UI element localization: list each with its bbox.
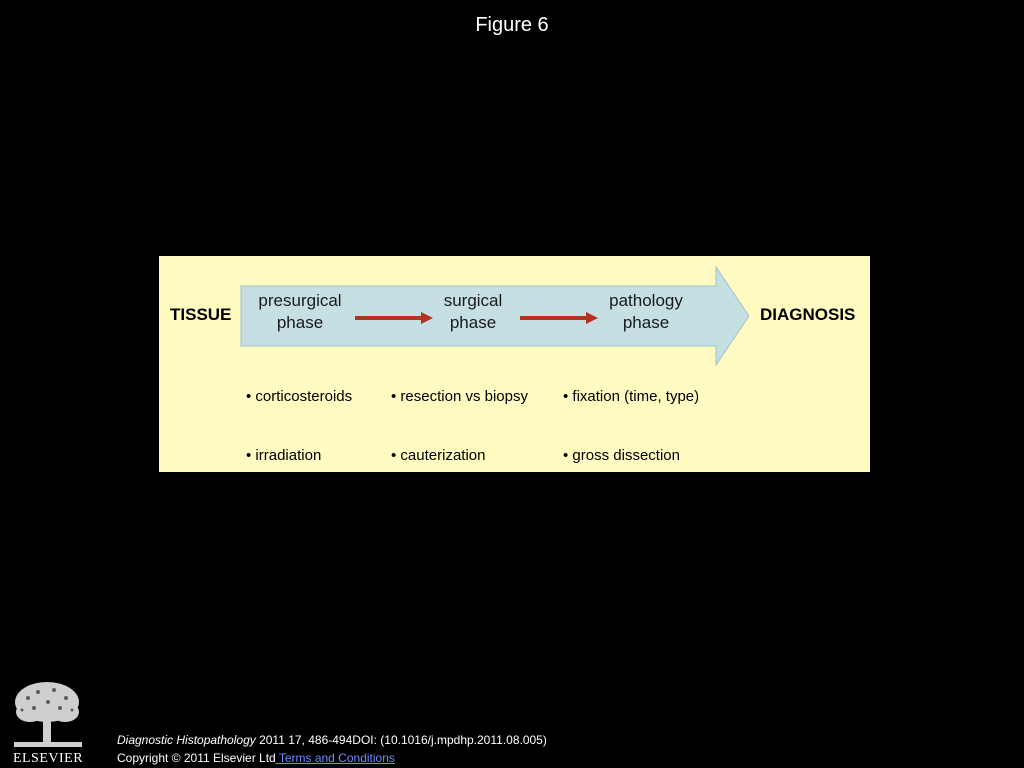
list-item: • resection vs biopsy — [391, 388, 528, 406]
phase-name: presurgical — [258, 291, 342, 310]
phase-word: phase — [449, 313, 497, 332]
list-item-continuation: fixed — [421, 623, 453, 641]
copyright-text: Copyright © 2011 Elsevier Ltd — [117, 751, 276, 765]
list-item: • ultrasonic aspiration — [391, 505, 534, 523]
copyright-line: Copyright © 2011 Elsevier Ltd Terms and … — [117, 749, 547, 767]
phase-surgical: surgical phase — [408, 290, 538, 334]
list-item: • tissue processing — [563, 505, 689, 523]
list-item: • corticosteroids — [246, 388, 353, 406]
process-arrow — [240, 265, 750, 367]
citation-line: Diagnostic Histopathology 2011 17, 486-4… — [117, 731, 547, 749]
phase-name: pathology — [609, 291, 683, 310]
list-item: • cauterization — [391, 446, 486, 464]
connector-arrow-1 — [355, 312, 433, 324]
terms-and-conditions-link[interactable]: Terms and Conditions — [275, 751, 395, 765]
citation-details: 2011 17, 486-494DOI: (10.1016/j.mpdhp.20… — [255, 733, 547, 747]
pathology-factors-list: • fixation (time, type) • gross dissecti… — [563, 348, 710, 740]
list-item: • chemotherapy — [246, 505, 351, 523]
tissue-label: TISSUE — [170, 305, 232, 324]
logo-text: ELSEVIER — [13, 751, 83, 766]
list-item: • etc. — [563, 682, 597, 700]
slide-title: Figure 6 — [475, 14, 549, 36]
diagnosis-label: DIAGNOSIS — [760, 305, 856, 324]
surgical-factors-list: • resection vs biopsy • cauterization • … — [391, 348, 534, 740]
phase-presurgical: presurgical phase — [235, 290, 365, 334]
tree-icon — [14, 682, 82, 747]
list-item: • etc. — [246, 623, 280, 641]
connector-arrow-2 — [520, 312, 598, 324]
phase-pathology: pathology phase — [581, 290, 711, 334]
list-item: • etc. — [391, 682, 425, 700]
diagram-panel: TISSUE DIAGNOSIS presurgical phase surgi… — [159, 256, 870, 699]
presurgical-factors-list: • corticosteroids • irradiation • chemot… — [246, 348, 352, 681]
list-item-continuation: decalcification) — [611, 623, 711, 641]
phase-name: surgical — [443, 291, 503, 310]
journal-name: Diagnostic Histopathology — [117, 733, 256, 747]
list-item: • fresh vs frozen vs — [391, 564, 518, 582]
phase-word: phase — [276, 313, 324, 332]
citation-block: Diagnostic Histopathology 2011 17, 486-4… — [117, 731, 547, 767]
big-process-arrow — [240, 265, 750, 367]
phase-word: phase — [622, 313, 670, 332]
list-item: • fixation (time, type) — [563, 388, 700, 406]
list-item: • embolization — [246, 564, 340, 582]
elsevier-logo: ELSEVIER — [13, 682, 83, 766]
list-item: • irradiation — [246, 446, 322, 464]
list-item: • gross dissection — [563, 446, 680, 464]
list-item-continuation: (e.g. dehydration, — [577, 564, 694, 582]
